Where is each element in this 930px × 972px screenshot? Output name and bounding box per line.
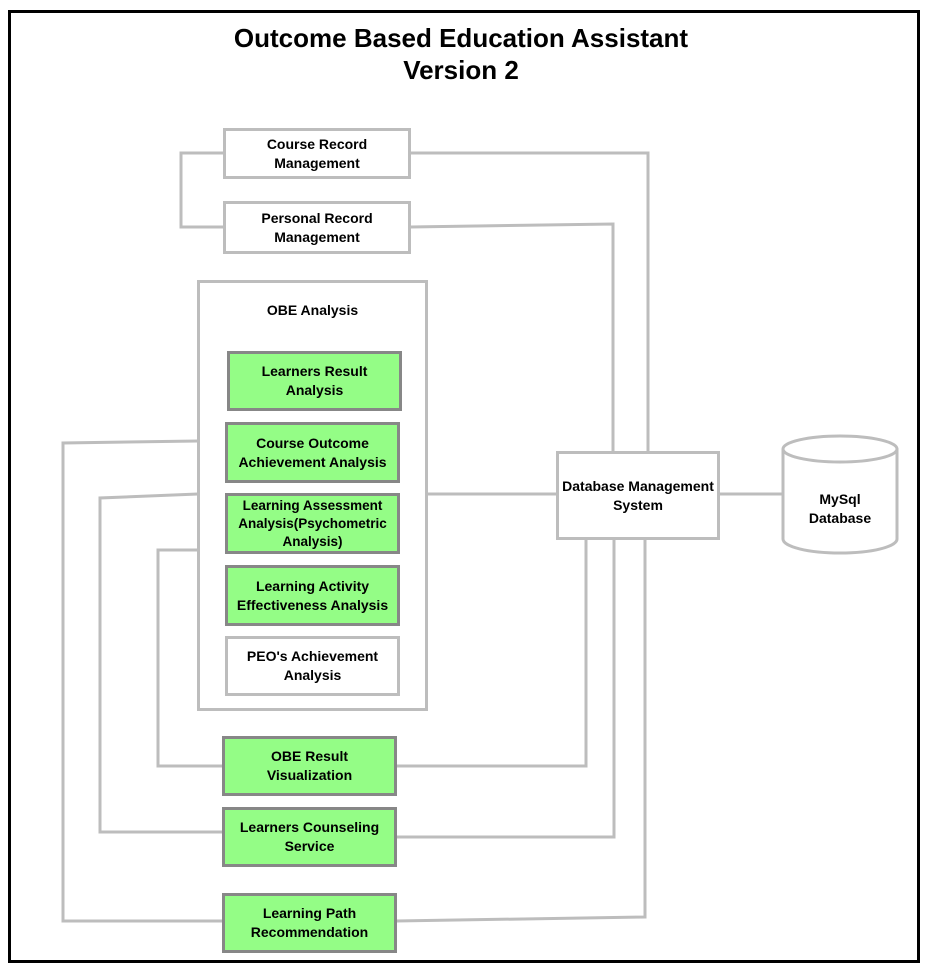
connector-visualization-dbms [396, 538, 588, 768]
title-line-1: Outcome Based Education Assistant [233, 23, 689, 53]
learning-activity-effectiveness-box: Learning Activity Effectiveness Analysis [225, 565, 400, 626]
diagram-title: Outcome Based Education Assistant Versio… [0, 22, 922, 86]
learning-assessment-analysis-box: Learning Assessment Analysis(Psychometri… [225, 493, 400, 554]
peo-achievement-analysis-box: PEO's Achievement Analysis [225, 636, 400, 696]
mysql-database-label: MySql Database [808, 491, 872, 526]
personal-record-management-box: Personal Record Management [223, 201, 411, 254]
personal-record-label: Personal Record Management [261, 209, 373, 245]
course-outcome-achievement-box: Course Outcome Achievement Analysis [225, 422, 400, 483]
connector-learning-path-dbms [395, 538, 647, 923]
diagram-frame [8, 10, 920, 963]
peo-achievement-label: PEO's Achievement Analysis [246, 648, 379, 683]
connector-personal-dbms [409, 222, 615, 452]
learning-path-recommendation-box: Learning Path Recommendation [222, 893, 397, 953]
learners-result-label: Learners Result Analysis [261, 363, 368, 398]
obe-analysis-container: OBE Analysis [197, 280, 428, 711]
obe-result-visualization-label: OBE Result Visualization [266, 748, 353, 783]
learners-counseling-label: Learners Counseling Service [239, 819, 380, 854]
learning-assessment-label: Learning Assessment Analysis(Psychometri… [238, 497, 387, 549]
mysql-database-cylinder [781, 434, 899, 555]
connector-course-dbms [410, 151, 650, 452]
connector-counseling-dbms [396, 538, 616, 839]
connector-course-personal [179, 151, 225, 229]
learners-result-analysis-box: Learners Result Analysis [227, 351, 402, 411]
learners-counseling-service-box: Learners Counseling Service [222, 807, 397, 867]
learning-path-label: Learning Path Recommendation [250, 905, 369, 940]
course-record-label: Course Record Management [266, 135, 368, 171]
connector-visualization [156, 548, 225, 768]
learning-activity-label: Learning Activity Effectiveness Analysis [236, 577, 389, 613]
obe-result-visualization-box: OBE Result Visualization [222, 736, 397, 796]
connector-learning-path [61, 439, 225, 923]
title-line-2: Version 2 [403, 55, 519, 85]
database-management-system-box: Database Management System [556, 451, 720, 540]
connector-counseling [98, 492, 225, 834]
course-record-management-box: Course Record Management [223, 128, 411, 179]
obe-analysis-label: OBE Analysis [266, 302, 359, 318]
dbms-label: Database Management System [562, 477, 714, 513]
course-outcome-label: Course Outcome Achievement Analysis [238, 434, 387, 470]
